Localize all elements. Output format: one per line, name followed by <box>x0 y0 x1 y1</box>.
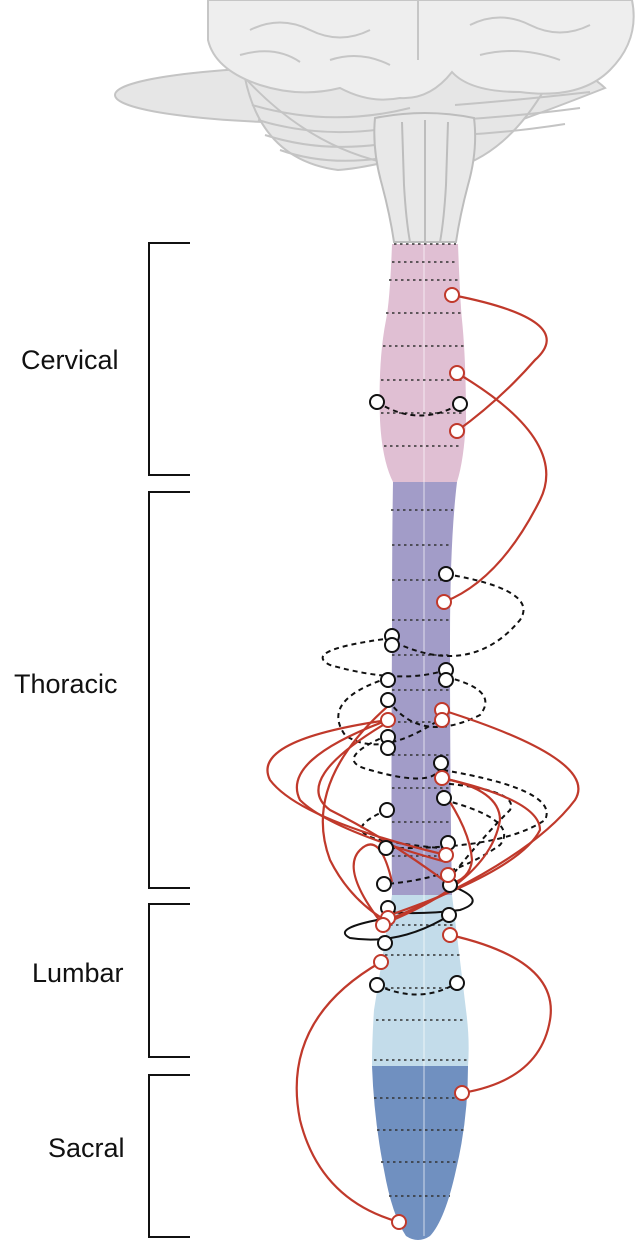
node-black <box>453 397 467 411</box>
node-black <box>437 791 451 805</box>
node-black <box>381 693 395 707</box>
node-black <box>370 978 384 992</box>
bracket-sacral <box>149 1075 190 1237</box>
node-black <box>378 936 392 950</box>
red-connection <box>452 295 547 431</box>
bracket-thoracic <box>149 492 190 888</box>
node-red <box>439 848 453 862</box>
region-label-thoracic: Thoracic <box>14 669 118 699</box>
node-red <box>374 955 388 969</box>
node-red <box>392 1215 406 1229</box>
node-red <box>435 771 449 785</box>
node-black <box>377 877 391 891</box>
node-red <box>455 1086 469 1100</box>
node-black <box>439 673 453 687</box>
node-red <box>437 595 451 609</box>
region-label-sacral: Sacral <box>48 1133 125 1163</box>
region-label-lumbar: Lumbar <box>32 958 124 988</box>
cerebrum <box>208 0 634 100</box>
node-red <box>381 713 395 727</box>
node-black <box>439 567 453 581</box>
node-black <box>381 741 395 755</box>
region-label-cervical: Cervical <box>21 345 119 375</box>
node-red <box>435 713 449 727</box>
node-black <box>434 756 448 770</box>
node-black <box>442 908 456 922</box>
node-red <box>443 928 457 942</box>
node-red <box>441 868 455 882</box>
node-red <box>376 918 390 932</box>
node-black <box>370 395 384 409</box>
bracket-lumbar <box>149 904 190 1057</box>
node-black <box>381 673 395 687</box>
region-brackets <box>149 243 190 1237</box>
node-red <box>450 366 464 380</box>
node-black <box>379 841 393 855</box>
node-black <box>385 638 399 652</box>
node-red <box>450 424 464 438</box>
node-red <box>445 288 459 302</box>
node-black <box>380 803 394 817</box>
cord-cervical <box>380 244 466 482</box>
node-black <box>450 976 464 990</box>
bracket-cervical <box>149 243 190 475</box>
brain-icon <box>115 0 634 242</box>
brainstem <box>374 113 475 242</box>
cord-sacral <box>372 1066 468 1240</box>
